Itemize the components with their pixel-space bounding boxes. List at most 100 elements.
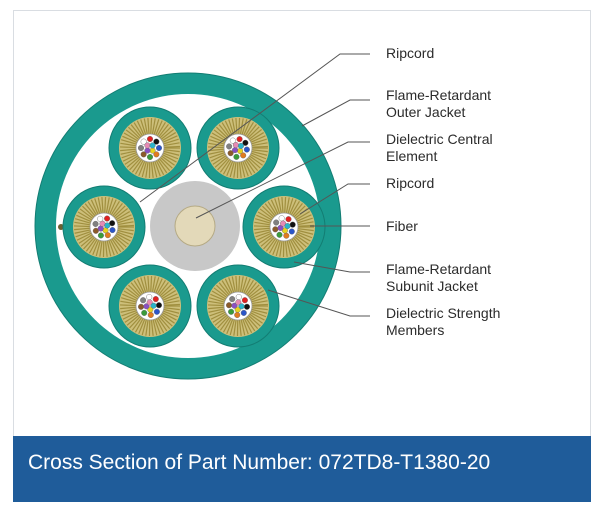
leader-subunit-jacket (293, 261, 370, 273)
fiber (234, 311, 241, 318)
label-ripcord-mid: Ripcord (386, 175, 434, 191)
fiber (278, 215, 285, 222)
fiber (227, 150, 234, 157)
fiber (138, 303, 145, 310)
subunit (62, 185, 146, 269)
fiber (149, 147, 156, 154)
outer-ripcord (58, 224, 64, 230)
fiber (153, 308, 160, 315)
fiber (147, 311, 154, 318)
fiber (240, 309, 247, 316)
label-subunit-line2: Subunit Jacket (386, 278, 478, 294)
fiber (231, 302, 238, 309)
label-subunit-line1: Flame-Retardant (386, 261, 491, 277)
fiber (153, 151, 160, 158)
fiber (146, 299, 153, 306)
fiber (280, 220, 287, 227)
central-element-core (174, 205, 216, 247)
leader-ripcord-mid (299, 183, 370, 215)
strength-yarn (73, 197, 134, 258)
fiber (150, 302, 157, 309)
fiber (273, 219, 280, 226)
fiber (146, 294, 153, 301)
fiber (232, 142, 239, 149)
fiber (141, 309, 148, 316)
label-central-line2: Element (386, 148, 437, 164)
leader-outer-jacket (301, 99, 370, 127)
leader-lines (139, 53, 370, 317)
subunit (242, 185, 326, 269)
fiber (236, 136, 243, 143)
fiber (243, 303, 250, 310)
fiber (234, 306, 241, 313)
leader-central-element (195, 141, 370, 219)
fiber (238, 303, 245, 310)
fiber (97, 215, 104, 222)
cable-cross-section-diagram: Ripcord Flame-Retardant Outer Jacket Die… (34, 45, 500, 380)
fiber (109, 227, 116, 234)
subunit (108, 106, 192, 190)
strength-yarn (119, 276, 180, 337)
fiber (226, 143, 233, 150)
leader-strength-members (267, 289, 370, 317)
fiber (281, 227, 288, 234)
label-ripcord-top: Ripcord (386, 45, 434, 61)
fiber (146, 135, 153, 142)
fiber (146, 153, 153, 160)
strength-yarn (119, 118, 180, 179)
fiber (140, 297, 147, 304)
fiber (104, 222, 111, 229)
fiber (149, 142, 156, 149)
leader-ripcord-top (139, 53, 370, 203)
fiber (288, 228, 295, 235)
fiber (243, 146, 250, 153)
fiber (284, 223, 291, 230)
fiber (241, 297, 248, 304)
fiber (140, 138, 147, 145)
fiber (283, 232, 290, 239)
fiber (144, 142, 151, 149)
fiber (137, 144, 144, 151)
fiber (144, 147, 151, 154)
label-fiber: Fiber (386, 218, 418, 234)
fiber (272, 226, 279, 233)
caption-text: Cross Section of Part Number: 072TD8-T13… (28, 451, 491, 474)
fiber (233, 153, 240, 160)
fiber (92, 227, 99, 234)
fiber (226, 302, 233, 309)
fiber (276, 231, 283, 238)
label-strength-line1: Dielectric Strength (386, 305, 500, 321)
fiber (155, 302, 162, 309)
strength-yarn (207, 276, 268, 337)
fiber (140, 151, 147, 158)
fiber (277, 224, 284, 231)
fiber (235, 299, 242, 306)
subunit (108, 264, 192, 348)
fiber-bundle (89, 212, 119, 242)
fiber (229, 137, 236, 144)
fiber (104, 215, 111, 222)
subunit (196, 264, 280, 348)
fiber (97, 232, 104, 239)
fiber (242, 139, 249, 146)
label-outer-jacket-line2: Outer Jacket (386, 104, 465, 120)
label-strength-line2: Members (386, 322, 444, 338)
fiber (229, 296, 236, 303)
label-outer-jacket-line1: Flame-Retardant (386, 87, 491, 103)
fiber (104, 232, 111, 239)
fiber (155, 144, 162, 151)
fiber (153, 138, 160, 145)
fiber (109, 220, 116, 227)
strength-yarn (253, 197, 314, 258)
fiber (237, 147, 244, 154)
fiber (152, 296, 159, 303)
fiber (237, 142, 244, 149)
fiber (285, 216, 292, 223)
subunit (196, 106, 280, 190)
fiber (143, 303, 150, 310)
strength-yarn (207, 118, 268, 179)
fiber (92, 220, 99, 227)
caption-bar: Cross Section of Part Number: 072TD8-T13… (13, 436, 591, 502)
fiber (289, 221, 296, 228)
fiber (240, 152, 247, 159)
